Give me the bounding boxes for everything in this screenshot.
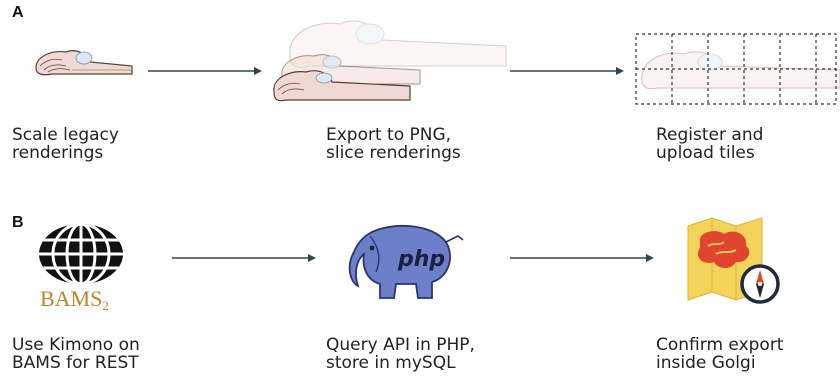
step-b1-line2: BAMS for REST	[12, 353, 139, 373]
php-elephant-logo: php	[348, 225, 464, 299]
step-a3-caption: Register and upload tiles	[656, 126, 763, 162]
panel-label-a: A	[12, 4, 24, 21]
step-a1-line1: Scale legacy	[12, 125, 119, 145]
brain-rendering-icon	[35, 50, 133, 76]
panel-label-b: B	[12, 214, 24, 231]
step-a1-caption: Scale legacy renderings	[12, 126, 119, 162]
arrow-a1-to-a2	[148, 67, 262, 75]
stacked-renderings-icon	[273, 20, 507, 102]
step-b3-line2: inside Golgi	[656, 353, 756, 373]
arrow-a2-to-a3	[510, 67, 624, 75]
step-b2-line2: store in mySQL	[326, 353, 456, 373]
step-b3-line1: Confirm export	[656, 335, 784, 355]
step-b2-caption: Query API in PHP, store in mySQL	[326, 336, 475, 372]
step-a2-line1: Export to PNG,	[326, 125, 452, 145]
step-b1-line1: Use Kimono on	[12, 335, 140, 355]
php-logo-text: php	[397, 247, 445, 272]
step-a3-line1: Register and	[656, 125, 764, 145]
tiled-grid-icon	[635, 33, 840, 105]
step-b1-caption: Use Kimono on BAMS for REST	[12, 336, 140, 372]
step-a2-line2: slice renderings	[326, 143, 461, 163]
bams-logo-text: BAMS2	[40, 286, 109, 313]
step-a2-caption: Export to PNG, slice renderings	[326, 126, 461, 162]
arrow-b2-to-b3	[510, 254, 654, 262]
step-a1-line2: renderings	[12, 143, 104, 163]
step-b3-caption: Confirm export inside Golgi	[656, 336, 783, 372]
bams-globe-logo: BAMS2	[39, 224, 123, 313]
step-b2-line1: Query API in PHP,	[326, 335, 475, 355]
step-a3-line2: upload tiles	[656, 143, 755, 163]
golgi-map-compass-icon	[687, 217, 780, 304]
arrow-b1-to-b2	[172, 254, 316, 262]
